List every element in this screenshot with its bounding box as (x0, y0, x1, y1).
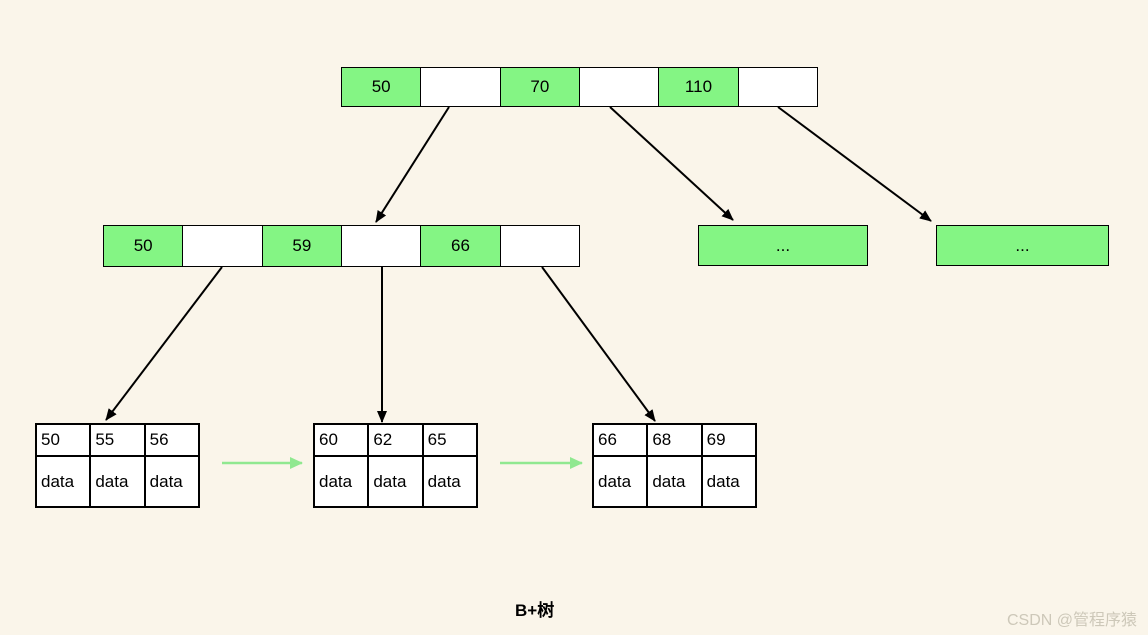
root-node: 50 70 110 (341, 67, 818, 107)
leaf-node-3: 66 68 69 data data data (592, 423, 757, 508)
leaf3-key-cell-1: 68 (648, 425, 701, 455)
leaf2-data-cell-1: data (369, 457, 422, 506)
internal-key-cell-1: 59 (262, 226, 342, 266)
internal-key-cell-0: 50 (104, 226, 184, 266)
leaf-node-1: 50 55 56 data data data (35, 423, 200, 508)
internal-key-cell-2: 66 (421, 226, 501, 266)
arrow-internal-to-leaf-1 (105, 266, 223, 421)
root-pointer-cell-1 (579, 68, 660, 106)
root-pointer-cell-0 (421, 68, 501, 106)
root-pointer-cell-2 (738, 68, 817, 106)
internal-node: 50 59 66 (103, 225, 580, 267)
leaf2-key-cell-0: 60 (315, 425, 368, 455)
leaf2-data-cell-2: data (423, 457, 476, 506)
leaf1-data-cell-0: data (37, 457, 90, 506)
ellipsis-node-1: ... (698, 225, 868, 266)
leaf1-key-cell-0: 50 (37, 425, 90, 455)
leaf2-key-cell-2: 65 (423, 425, 476, 455)
leaf2-data-cell-0: data (315, 457, 368, 506)
root-key-cell-2: 110 (659, 68, 739, 106)
ellipsis-node-2: ... (936, 225, 1109, 266)
leaf3-data-cell-1: data (648, 457, 701, 506)
diagram-title: B+树 (515, 601, 555, 620)
leaf3-key-cell-0: 66 (594, 425, 647, 455)
internal-pointer-cell-1 (341, 226, 422, 266)
leaf-node-2: 60 62 65 data data data (313, 423, 478, 508)
arrow-internal-to-leaf-3 (541, 266, 656, 422)
root-key-cell-0: 50 (342, 68, 422, 106)
leaf3-data-cell-2: data (702, 457, 755, 506)
root-key-cell-1: 70 (500, 68, 580, 106)
internal-pointer-cell-2 (500, 226, 579, 266)
watermark-text: CSDN @管程序猿 (1006, 612, 1137, 629)
leaf1-key-cell-2: 56 (145, 425, 198, 455)
leaf1-data-cell-1: data (91, 457, 144, 506)
leaf1-data-cell-2: data (145, 457, 198, 506)
leaf3-data-cell-0: data (594, 457, 647, 506)
arrow-root-to-ellipsis-node-1 (609, 106, 734, 221)
leaf1-key-cell-1: 55 (91, 425, 144, 455)
leaf3-key-cell-2: 69 (702, 425, 755, 455)
leaf2-key-cell-1: 62 (369, 425, 422, 455)
arrow-root-to-internal-node (375, 106, 450, 223)
internal-pointer-cell-0 (183, 226, 263, 266)
arrow-root-to-ellipsis-node-2 (777, 106, 932, 222)
